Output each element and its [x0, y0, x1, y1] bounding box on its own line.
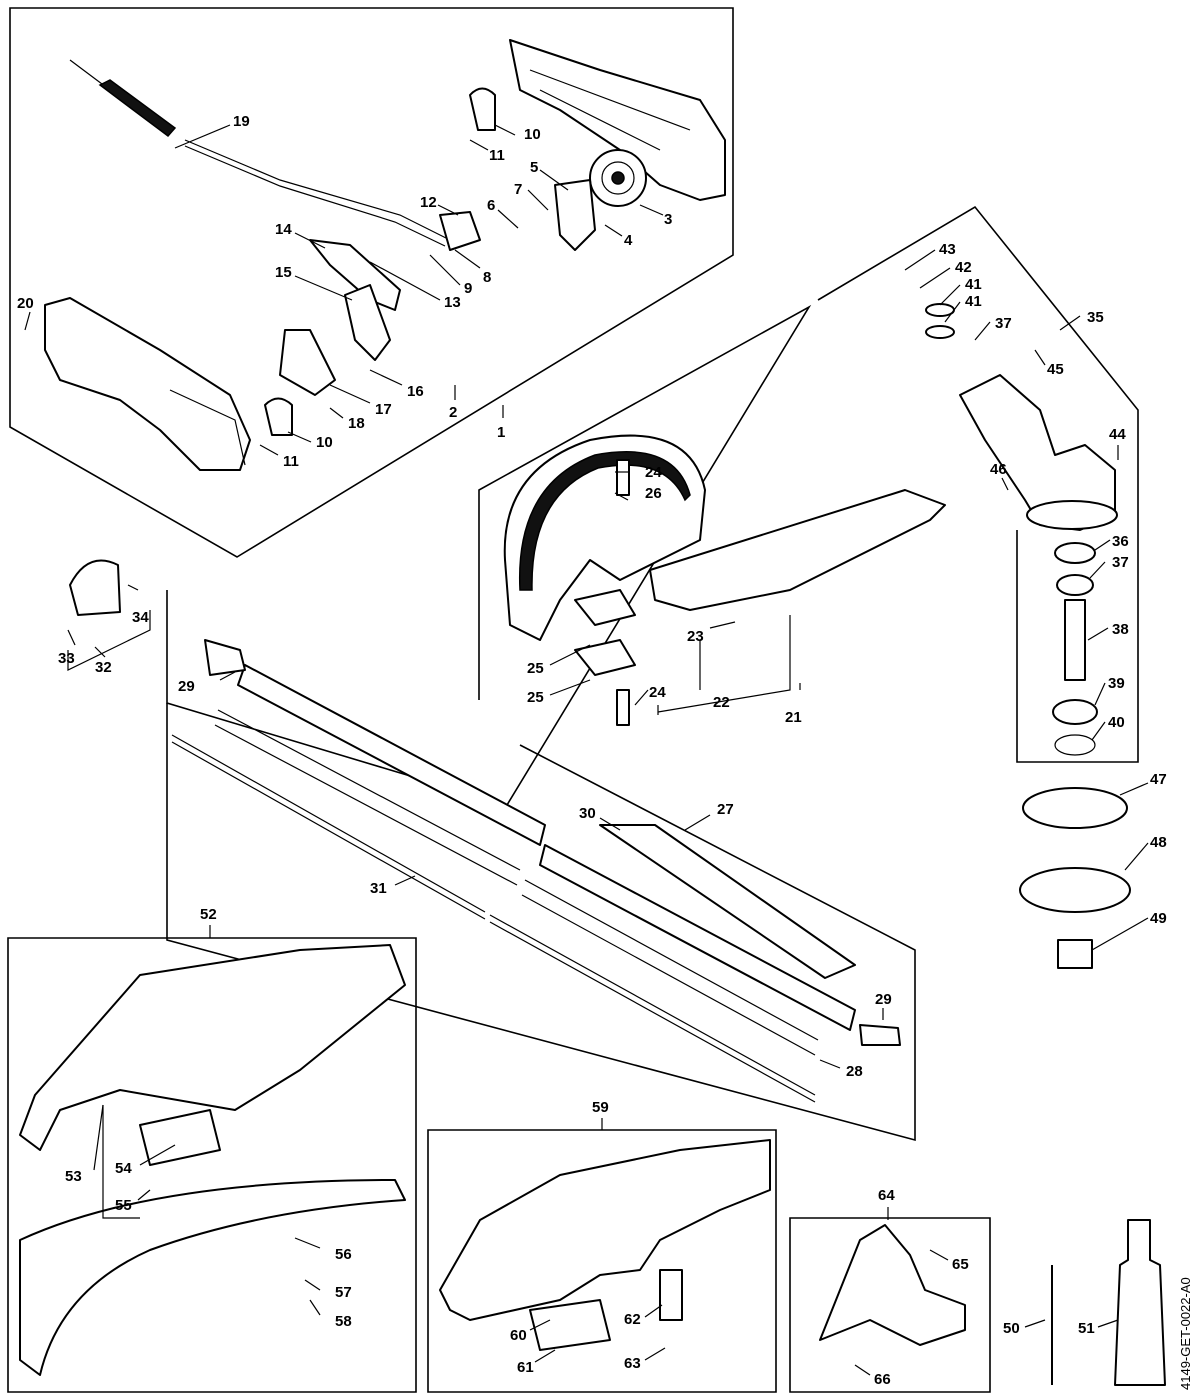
callout-46: 46	[990, 461, 1007, 478]
callout-50: 50	[1003, 1320, 1020, 1337]
gear-head-assembly	[925, 303, 1131, 969]
callout-10b: 10	[316, 434, 333, 451]
callout-34: 34	[132, 609, 149, 626]
callout-27: 27	[717, 801, 734, 818]
callout-40: 40	[1108, 714, 1125, 731]
callout-39: 39	[1108, 675, 1125, 692]
callout-43: 43	[939, 241, 956, 258]
callout-25a: 25	[527, 660, 544, 677]
callout-24a: 24	[645, 464, 662, 481]
callout-3: 3	[664, 211, 672, 228]
callout-64: 64	[878, 1187, 895, 1204]
callout-33: 33	[58, 650, 75, 667]
callout-54: 54	[115, 1160, 132, 1177]
callout-30: 30	[579, 805, 596, 822]
leader-lines	[24, 124, 1149, 1376]
callout-48: 48	[1150, 834, 1167, 851]
callout-20: 20	[17, 295, 34, 312]
callout-41a: 41	[965, 276, 982, 293]
callout-29b: 29	[875, 991, 892, 1008]
callout-44: 44	[1109, 426, 1126, 443]
callout-37a: 37	[995, 315, 1012, 332]
callout-60: 60	[510, 1327, 527, 1344]
callout-22: 22	[713, 694, 730, 711]
callout-65: 65	[952, 1256, 969, 1273]
callout-4: 4	[624, 232, 633, 249]
reference-code: 4149-GET-0022-A0	[1178, 1277, 1193, 1390]
callout-19: 19	[233, 113, 250, 130]
callout-9: 9	[464, 280, 472, 297]
callout-52: 52	[200, 906, 217, 923]
callout-17: 17	[375, 401, 392, 418]
throttle-housing-assembly	[44, 39, 726, 471]
callout-14: 14	[275, 221, 292, 238]
callout-12: 12	[420, 194, 437, 211]
callout-51: 51	[1078, 1320, 1095, 1337]
callout-36: 36	[1112, 533, 1129, 550]
callout-24b: 24	[649, 684, 666, 701]
callout-13: 13	[444, 294, 461, 311]
callout-58: 58	[335, 1313, 352, 1330]
callout-41b: 41	[965, 293, 982, 310]
callout-18: 18	[348, 415, 365, 432]
callout-32: 32	[95, 659, 112, 676]
callout-37b: 37	[1112, 554, 1129, 571]
deflector-52	[19, 944, 406, 1376]
callout-57: 57	[335, 1284, 352, 1301]
deflector-59	[439, 1139, 771, 1351]
callout-26: 26	[645, 485, 662, 502]
callout-31: 31	[370, 880, 387, 897]
callout-5: 5	[530, 159, 538, 176]
callout-49: 49	[1150, 910, 1167, 927]
callout-62: 62	[624, 1311, 641, 1328]
callout-11a: 11	[489, 147, 505, 164]
callout-55: 55	[115, 1197, 132, 1214]
callout-1: 1	[497, 424, 505, 441]
callout-7: 7	[514, 181, 522, 198]
callout-23: 23	[687, 628, 704, 645]
callout-29a: 29	[178, 678, 195, 695]
callout-10a: 10	[524, 126, 541, 143]
callout-15: 15	[275, 264, 292, 281]
callout-11b: 11	[283, 453, 299, 470]
callout-61: 61	[517, 1359, 534, 1376]
callout-66: 66	[874, 1371, 891, 1388]
callout-35: 35	[1087, 309, 1104, 326]
callout-53: 53	[65, 1168, 82, 1185]
callout-28: 28	[846, 1063, 863, 1080]
callout-38: 38	[1112, 621, 1129, 638]
callout-42: 42	[955, 259, 972, 276]
callout-25b: 25	[527, 689, 544, 706]
callout-63: 63	[624, 1355, 641, 1372]
callout-59: 59	[592, 1099, 609, 1116]
callout-2: 2	[449, 404, 457, 421]
callout-16: 16	[407, 383, 424, 400]
callout-47: 47	[1150, 771, 1167, 788]
callout-6: 6	[487, 197, 495, 214]
callout-56: 56	[335, 1246, 352, 1263]
loop-handle-assembly	[503, 434, 946, 726]
callout-8: 8	[483, 269, 491, 286]
drive-tube-assembly	[69, 559, 901, 1103]
callout-21: 21	[785, 709, 802, 726]
bracket-64	[819, 1219, 1166, 1386]
callout-45: 45	[1047, 361, 1064, 378]
callout-labels: 1 2 3 4 5 6 7 8 9 10 11 12 13 14 15 16 1…	[17, 113, 1167, 1388]
assembly-frames	[7, 7, 1139, 1393]
